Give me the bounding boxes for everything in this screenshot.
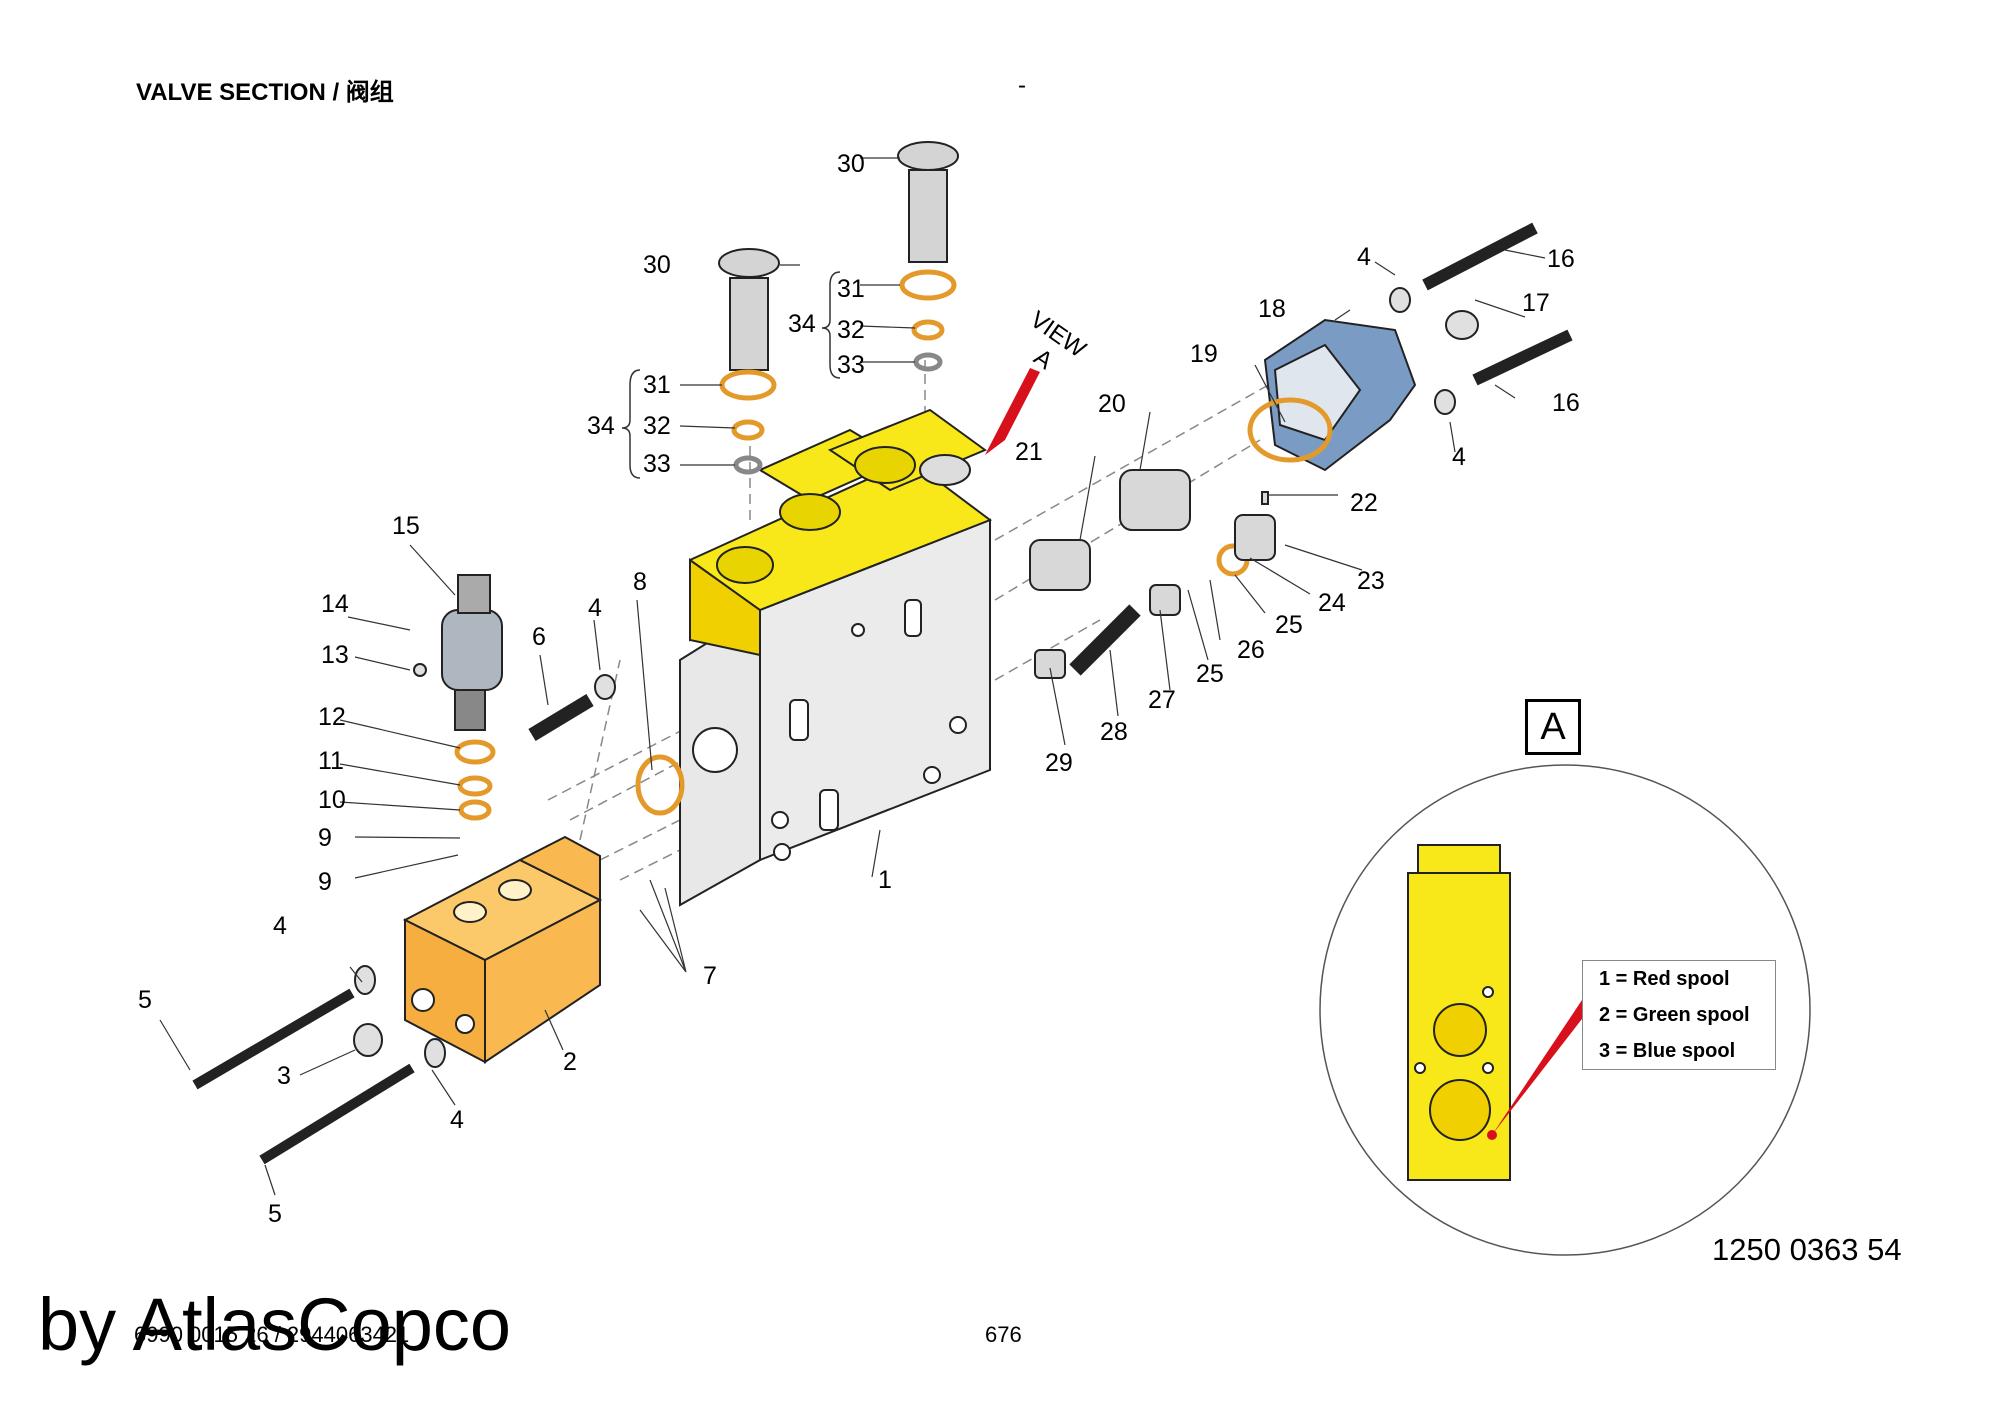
legend-item-green-spool: 2 = Green spool <box>1599 1004 1750 1026</box>
plug-part-30 <box>718 141 959 371</box>
callout-30: 30 <box>837 150 865 178</box>
group-34-braces <box>621 271 841 479</box>
callout-5: 5 <box>138 986 152 1014</box>
callout-22: 22 <box>1350 489 1378 517</box>
callout-11: 11 <box>318 747 344 775</box>
callout-9: 9 <box>318 868 332 896</box>
view-a-arrow: VIEW A <box>985 306 1091 455</box>
callout-9: 9 <box>318 824 332 852</box>
callout-4: 4 <box>273 912 287 940</box>
callout-16: 16 <box>1547 245 1575 273</box>
callout-13: 13 <box>321 641 349 669</box>
spool-legend: 1 = Red spool 2 = Green spool 3 = Blue s… <box>1582 960 1776 1070</box>
callout-18: 18 <box>1258 295 1286 323</box>
document-number: 6990 0015 26 / 2944063421 <box>134 1322 410 1347</box>
callout-31: 31 <box>643 371 671 399</box>
callout-25: 25 <box>1275 611 1303 639</box>
callout-6: 6 <box>532 623 546 651</box>
leader-lines <box>159 157 1546 1196</box>
view-a-box: A <box>1525 699 1581 755</box>
callout-8: 8 <box>633 568 647 596</box>
callout-23: 23 <box>1357 567 1385 595</box>
callout-1: 1 <box>878 866 892 894</box>
callout-2: 2 <box>563 1048 577 1076</box>
legend-item-blue-spool: 3 = Blue spool <box>1599 1040 1736 1062</box>
cover-part-18 <box>1263 318 1417 472</box>
callout-32: 32 <box>837 316 865 344</box>
callout-12: 12 <box>318 703 346 731</box>
callout-34: 34 <box>587 412 615 440</box>
callout-32: 32 <box>643 412 671 440</box>
callout-25: 25 <box>1196 660 1224 688</box>
figure-number: 1250 0363 54 <box>1712 1232 1902 1267</box>
page-title: VALVE SECTION / 阀组 <box>136 79 394 106</box>
callout-15: 15 <box>392 512 420 540</box>
callout-33: 33 <box>643 450 671 478</box>
callout-3: 3 <box>277 1062 291 1090</box>
detail-view-a <box>1319 764 1811 1256</box>
callout-21: 21 <box>1015 438 1043 466</box>
callout-34: 34 <box>788 310 816 338</box>
callout-31: 31 <box>837 275 865 303</box>
callout-17: 17 <box>1522 289 1550 317</box>
callout-27: 27 <box>1148 686 1176 714</box>
page-number: 676 <box>985 1322 1022 1347</box>
callout-28: 28 <box>1100 718 1128 746</box>
callout-7: 7 <box>703 962 717 990</box>
callout-4: 4 <box>1357 243 1371 271</box>
callout-29: 29 <box>1045 749 1073 777</box>
callout-4: 4 <box>588 594 602 622</box>
legend-item-red-spool: 1 = Red spool <box>1599 968 1730 990</box>
fasteners <box>192 222 1573 1165</box>
callout-26: 26 <box>1237 636 1265 664</box>
block-part-2 <box>402 835 603 1064</box>
callout-24: 24 <box>1318 589 1346 617</box>
callout-10: 10 <box>318 786 346 814</box>
spool-parts <box>1029 469 1276 679</box>
valve-body-part-1 <box>679 408 993 907</box>
watermark: by AtlasCopco <box>38 1283 512 1366</box>
callout-4: 4 <box>450 1106 464 1134</box>
callout-16: 16 <box>1552 389 1580 417</box>
view-a-label: VIEW <box>1025 306 1091 363</box>
callout-5: 5 <box>268 1200 282 1228</box>
callout-4: 4 <box>1452 443 1466 471</box>
callout-30: 30 <box>643 251 671 279</box>
callout-19: 19 <box>1190 340 1218 368</box>
header-dash: - <box>1018 72 1026 99</box>
solenoid-part-15 <box>441 574 503 731</box>
callout-14: 14 <box>321 590 349 618</box>
callout-33: 33 <box>837 351 865 379</box>
callout-20: 20 <box>1098 390 1126 418</box>
